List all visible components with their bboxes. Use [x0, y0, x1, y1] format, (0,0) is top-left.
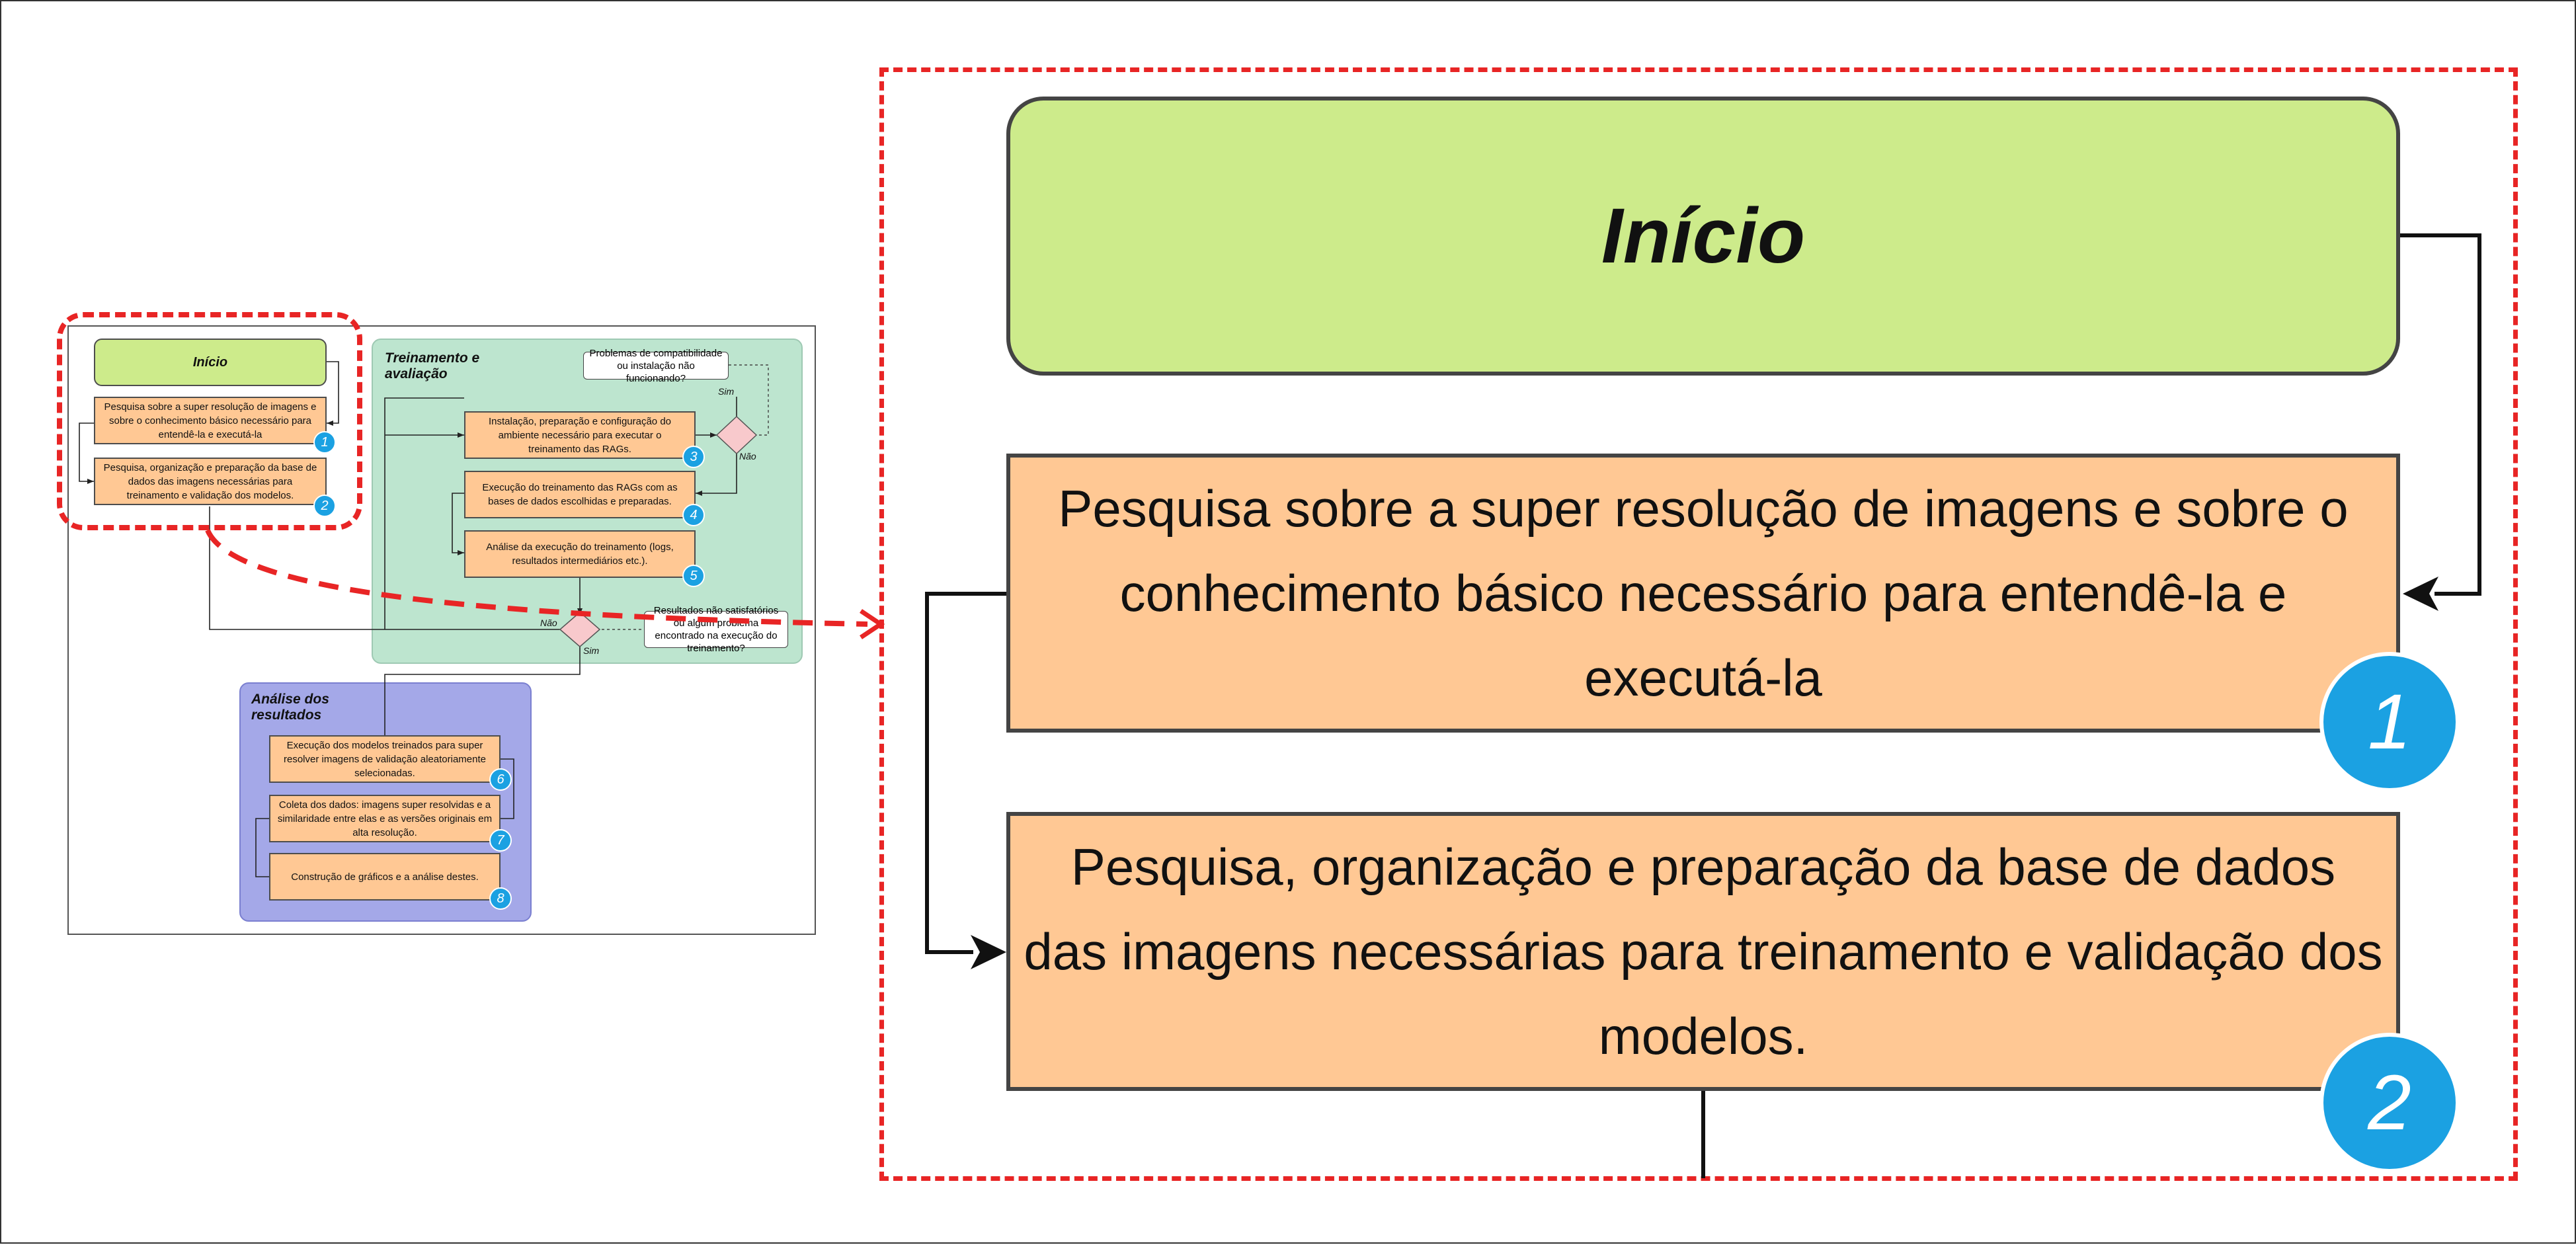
zoom-panel	[879, 67, 2518, 1181]
overview-note-compat-text: Problemas de compatibilidade ou instalaç…	[589, 347, 723, 384]
zoom-badge-2: 2	[2319, 1033, 2460, 1173]
overview-step-5: Análise da execução do treinamento (logs…	[464, 530, 696, 578]
overview-step-2-text: Pesquisa, organização e preparação da ba…	[103, 462, 317, 501]
zoom-start-box: Início	[1006, 97, 2400, 376]
zoom-step-1: Pesquisa sobre a super resolução de imag…	[1006, 454, 2400, 733]
overview-step-5-text: Análise da execução do treinamento (logs…	[486, 542, 674, 567]
overview-badge-3: 3	[682, 446, 705, 468]
overview-step-7-text: Coleta dos dados: imagens super resolvid…	[277, 799, 493, 838]
overview-step-3: Instalação, preparação e configuração do…	[464, 411, 696, 459]
overview-frame	[67, 325, 816, 935]
overview-note-results-text: Resultados não satisfatórios ou algum pr…	[653, 605, 779, 654]
highlight-region	[57, 312, 362, 530]
overview-label-sim-2: Sim	[583, 645, 600, 656]
zoom-step-2: Pesquisa, organização e preparação da ba…	[1006, 812, 2400, 1091]
zoom-badge-1: 1	[2319, 652, 2460, 792]
overview-step-8: Construção de gráficos e a análise deste…	[269, 853, 501, 901]
group-training	[372, 339, 803, 664]
overview-badge-4: 4	[682, 504, 705, 526]
overview-step-6: Execução dos modelos treinados para supe…	[269, 735, 501, 783]
overview-step-1-text: Pesquisa sobre a super resolução de imag…	[104, 401, 317, 440]
overview-step-4-text: Execução do treinamento das RAGs com as …	[482, 482, 678, 507]
overview-step-1: Pesquisa sobre a super resolução de imag…	[94, 397, 327, 444]
zoom-step-2-text: Pesquisa, organização e preparação da ba…	[1024, 838, 2383, 1065]
overview-start-box: Início	[94, 339, 327, 386]
overview-note-compat: Problemas de compatibilidade ou instalaç…	[583, 348, 729, 384]
overview-step-2: Pesquisa, organização e preparação da ba…	[94, 458, 327, 505]
overview-step-4: Execução do treinamento das RAGs com as …	[464, 471, 696, 518]
overview-step-8-text: Construção de gráficos e a análise deste…	[291, 871, 479, 883]
group-analysis-title: Análise dos resultados	[251, 692, 329, 723]
overview-step-6-text: Execução dos modelos treinados para supe…	[283, 739, 486, 779]
overview-start-label: Início	[192, 354, 228, 370]
zoom-start-label: Início	[1601, 192, 1806, 280]
zoom-step-1-text: Pesquisa sobre a super resolução de imag…	[1058, 479, 2349, 707]
overview-badge-1: 1	[313, 431, 336, 454]
overview-label-nao-2: Não	[540, 618, 557, 628]
overview-badge-6: 6	[489, 768, 512, 791]
overview-badge-7: 7	[489, 829, 512, 852]
overview-label-sim-1: Sim	[718, 386, 735, 397]
overview-badge-2: 2	[313, 495, 336, 517]
overview-badge-5: 5	[682, 565, 705, 587]
overview-step-3-text: Instalação, preparação e configuração do…	[488, 415, 672, 455]
group-training-title: Treinamento e avaliação	[385, 350, 480, 382]
overview-label-nao-1: Não	[739, 451, 756, 462]
overview-badge-8: 8	[489, 887, 512, 910]
overview-step-7: Coleta dos dados: imagens super resolvid…	[269, 795, 501, 842]
